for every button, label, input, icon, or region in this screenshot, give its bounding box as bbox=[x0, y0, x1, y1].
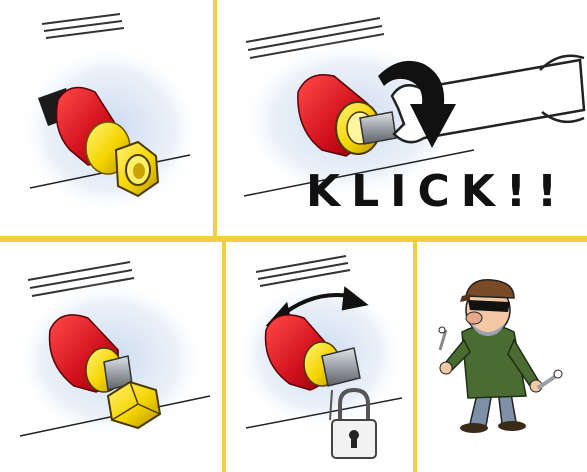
panel-1 bbox=[20, 14, 200, 215]
panel-3 bbox=[15, 262, 210, 440]
klick-caption: KLICK!! bbox=[306, 166, 568, 217]
panel-1-hatch bbox=[42, 14, 124, 38]
thief-figure bbox=[439, 280, 562, 433]
panel-5 bbox=[439, 280, 562, 433]
panel-4 bbox=[235, 256, 405, 458]
panel-2: KLICK!! bbox=[240, 18, 584, 217]
